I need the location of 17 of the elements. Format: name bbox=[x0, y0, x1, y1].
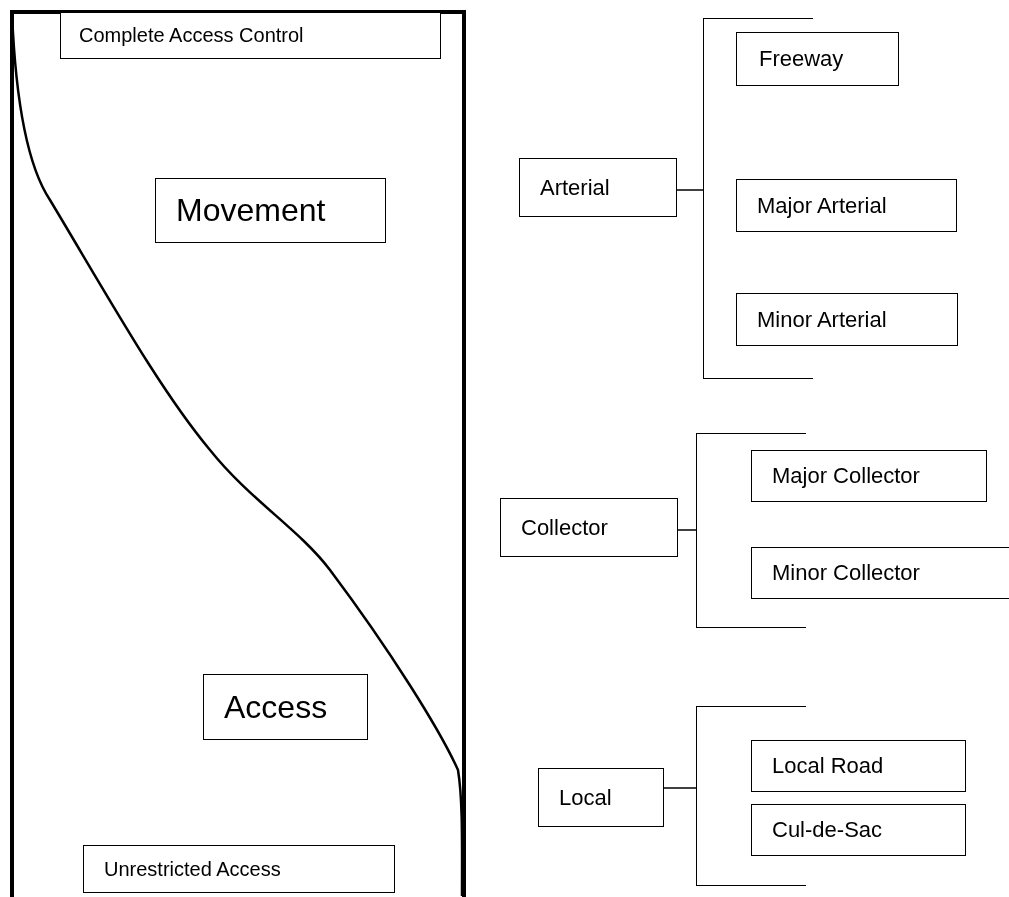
category-box: Access bbox=[203, 674, 368, 740]
category-box: Major Arterial bbox=[736, 179, 957, 232]
category-box: Collector bbox=[500, 498, 678, 557]
category-box: Cul-de-Sac bbox=[751, 804, 966, 856]
category-box: Minor Collector bbox=[751, 547, 1009, 599]
connector-line bbox=[663, 787, 697, 789]
category-box: Freeway bbox=[736, 32, 899, 86]
category-box: Minor Arterial bbox=[736, 293, 958, 346]
category-box: Major Collector bbox=[751, 450, 987, 502]
category-box: Complete Access Control bbox=[60, 12, 441, 59]
category-box: Movement bbox=[155, 178, 386, 243]
connector-line bbox=[676, 189, 704, 191]
category-box: Unrestricted Access bbox=[83, 845, 395, 893]
category-box: Local bbox=[538, 768, 664, 827]
connector-line bbox=[677, 529, 697, 531]
category-box: Arterial bbox=[519, 158, 677, 217]
category-box: Local Road bbox=[751, 740, 966, 792]
